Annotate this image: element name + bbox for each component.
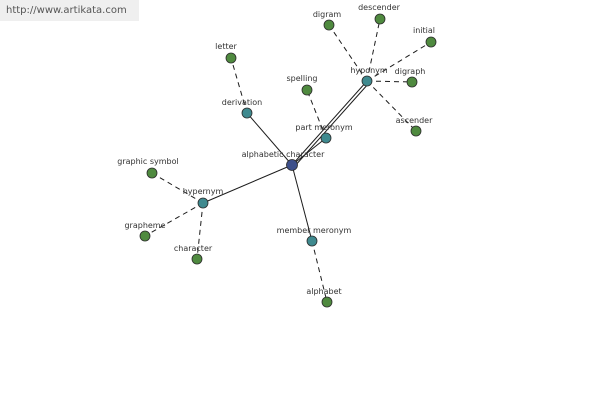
node-alphabetic-character[interactable]: alphabetic character xyxy=(242,150,325,171)
edge-hyponym-digram xyxy=(328,24,368,82)
node-character[interactable]: character xyxy=(174,244,213,265)
edge-member-meronym-alphabet xyxy=(311,240,328,303)
node-digram[interactable]: digram xyxy=(313,10,342,31)
node-graphic-symbol[interactable]: graphic symbol xyxy=(117,157,179,179)
digram-dot[interactable] xyxy=(323,19,335,31)
descender-label[interactable]: descender xyxy=(358,3,401,12)
edge-derivation-letter xyxy=(230,57,248,114)
node-hyponym[interactable]: hyponym xyxy=(350,66,388,87)
edge-hyponym-ascender xyxy=(366,80,417,132)
edge-hyponym-initial xyxy=(366,41,432,82)
edge-hypernym-grapheme xyxy=(144,202,204,237)
node-derivation[interactable]: derivation xyxy=(222,98,262,119)
node-descender[interactable]: descender xyxy=(358,3,401,25)
node-part-meronym[interactable]: part meronym xyxy=(295,123,353,144)
edge-center-derivation xyxy=(246,112,293,166)
edge-hyponym-descender xyxy=(366,18,381,82)
ascender-label[interactable]: ascender xyxy=(396,116,433,125)
edge-hypernym-character xyxy=(196,202,204,260)
letter-dot[interactable] xyxy=(225,52,237,64)
node-member-meronym[interactable]: member meronym xyxy=(277,226,352,247)
edge-center-hyponym-2 xyxy=(293,82,370,168)
character-label[interactable]: character xyxy=(174,244,213,253)
graphic-symbol-dot[interactable] xyxy=(146,167,158,179)
watermark-url[interactable]: http://www.artikata.com xyxy=(0,0,139,21)
edge-hyponym-digraph xyxy=(366,80,413,83)
derivation-label[interactable]: derivation xyxy=(222,98,262,107)
initial-label[interactable]: initial xyxy=(413,26,435,35)
node-digraph[interactable]: digraph xyxy=(395,67,426,88)
node-grapheme[interactable]: grapheme xyxy=(124,221,166,242)
edge-center-hypernym xyxy=(202,164,293,204)
edge-hypernym-graphic-symbol xyxy=(151,172,204,204)
digraph-label[interactable]: digraph xyxy=(395,67,426,76)
hyponym-dot[interactable] xyxy=(361,75,373,87)
alphabet-label[interactable]: alphabet xyxy=(306,287,341,296)
member-meronym-dot[interactable] xyxy=(306,235,318,247)
initial-dot[interactable] xyxy=(425,36,437,48)
spelling-label[interactable]: spelling xyxy=(287,74,318,83)
node-hypernym[interactable]: hypernym xyxy=(183,187,224,209)
node-alphabet[interactable]: alphabet xyxy=(306,287,342,308)
part-meronym-label[interactable]: part meronym xyxy=(295,123,352,132)
member-meronym-label[interactable]: member meronym xyxy=(277,226,352,235)
alphabet-dot[interactable] xyxy=(321,296,333,308)
digram-label[interactable]: digram xyxy=(313,10,342,19)
spelling-dot[interactable] xyxy=(301,84,313,96)
part-meronym-dot[interactable] xyxy=(320,132,332,144)
character-dot[interactable] xyxy=(191,253,203,265)
digraph-dot[interactable] xyxy=(406,76,418,88)
center-node-dot[interactable] xyxy=(286,159,298,171)
grapheme-label[interactable]: grapheme xyxy=(124,221,165,230)
hypernym-label[interactable]: hypernym xyxy=(183,187,224,196)
node-spelling[interactable]: spelling xyxy=(287,74,318,96)
node-letter[interactable]: letter xyxy=(215,42,238,64)
descender-dot[interactable] xyxy=(374,13,386,25)
derivation-dot[interactable] xyxy=(241,107,253,119)
ascender-dot[interactable] xyxy=(410,125,422,137)
node-initial[interactable]: initial xyxy=(413,26,437,48)
grapheme-dot[interactable] xyxy=(139,230,151,242)
edge-center-member-meronym xyxy=(291,164,313,242)
center-node-label[interactable]: alphabetic character xyxy=(242,150,325,159)
edge-center-part-meronym xyxy=(291,137,327,166)
letter-label[interactable]: letter xyxy=(215,42,237,51)
hyponym-label[interactable]: hyponym xyxy=(350,66,388,75)
edge-center-hyponym xyxy=(291,80,368,166)
node-ascender[interactable]: ascender xyxy=(396,116,433,137)
graphic-symbol-label[interactable]: graphic symbol xyxy=(117,157,178,166)
hypernym-dot[interactable] xyxy=(197,197,209,209)
